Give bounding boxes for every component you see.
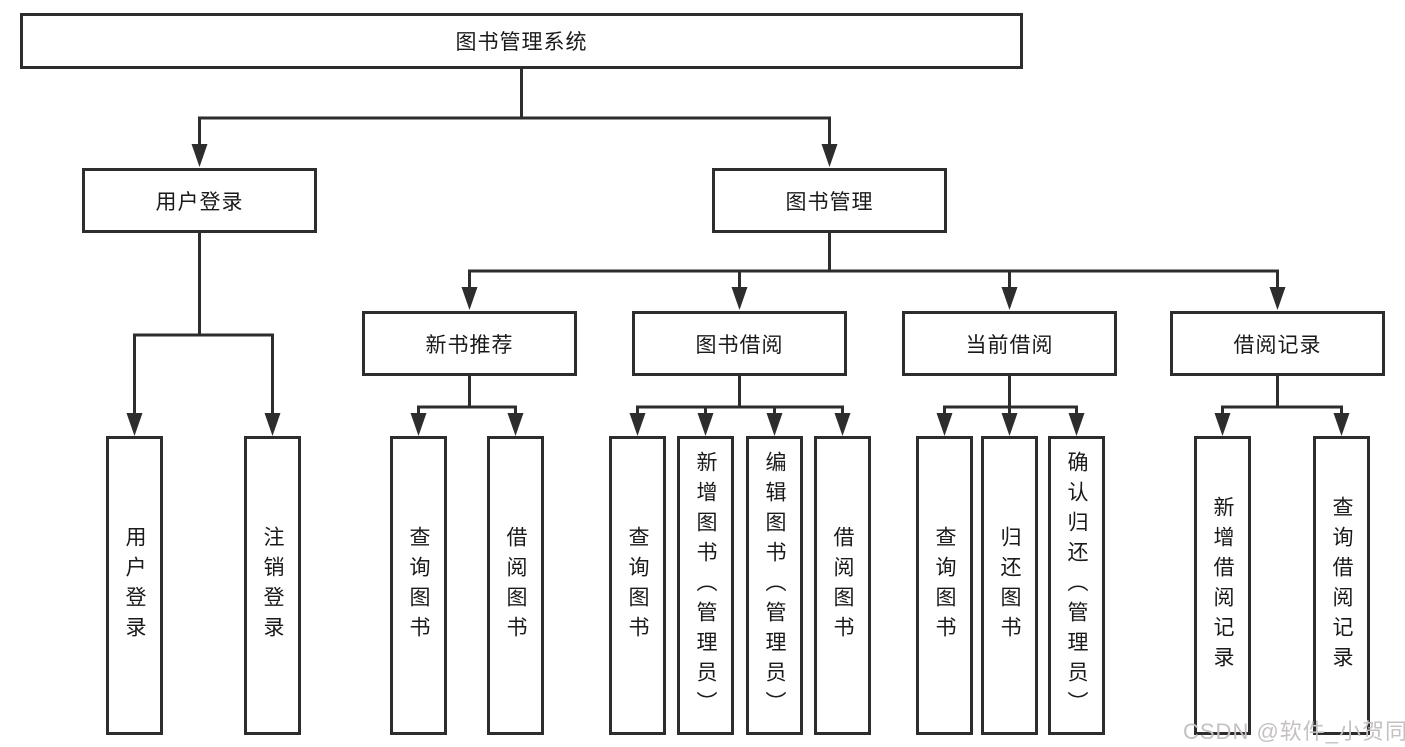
leaf-logout-login: 注销登录 [244, 436, 301, 735]
edge-current-to-leaves [936, 376, 1085, 436]
node-label: 借阅图书 [831, 525, 854, 646]
node-label: 查询图书 [933, 525, 956, 646]
node-label: 借阅图书 [504, 525, 527, 646]
node-label: 查询借阅记录 [1330, 495, 1353, 676]
leaf-current-return-book: 归还图书 [981, 436, 1038, 735]
node-library-management-system: 图书管理系统 [20, 13, 1023, 69]
node-label: 用户登录 [123, 525, 146, 646]
edge-root-to-level2 [191, 69, 838, 167]
edge-recommend-to-leaves [410, 376, 524, 436]
node-book-management: 图书管理 [712, 168, 947, 233]
node-label: 新书推荐 [425, 333, 514, 357]
node-label: 用户登录 [155, 190, 244, 214]
edge-records-to-leaves [1214, 376, 1350, 436]
leaf-user-login: 用户登录 [106, 436, 163, 735]
node-label: 确认归还（管理员） [1065, 450, 1088, 721]
node-label: 新增借阅记录 [1211, 495, 1234, 676]
leaf-borrow-borrow-book: 借阅图书 [814, 436, 871, 735]
node-current-borrow: 当前借阅 [902, 311, 1117, 376]
leaf-recommend-borrow-book: 借阅图书 [487, 436, 544, 735]
node-label: 借阅记录 [1233, 333, 1322, 357]
node-book-borrow: 图书借阅 [632, 311, 847, 376]
csdn-watermark: CSDN @软件_小贺同学 [1183, 719, 1405, 744]
node-borrow-records: 借阅记录 [1170, 311, 1385, 376]
leaf-records-add-borrow-record: 新增借阅记录 [1194, 436, 1251, 735]
leaf-borrow-edit-book-admin: 编辑图书（管理员） [746, 436, 803, 735]
leaf-records-query-borrow-record: 查询借阅记录 [1313, 436, 1370, 735]
edge-book-mgmt-to-level3 [461, 233, 1286, 310]
edge-user-login-to-leaves [126, 233, 281, 436]
node-label: 当前借阅 [965, 333, 1054, 357]
leaf-recommend-query-book: 查询图书 [390, 436, 447, 735]
node-new-book-recommend: 新书推荐 [362, 311, 577, 376]
node-label: 图书管理系统 [455, 31, 588, 54]
leaf-borrow-add-book-admin: 新增图书（管理员） [677, 436, 734, 735]
node-label: 新增图书（管理员） [694, 450, 717, 721]
leaf-current-query-book: 查询图书 [916, 436, 973, 735]
leaf-borrow-query-book: 查询图书 [609, 436, 666, 735]
leaf-current-confirm-return-admin: 确认归还（管理员） [1048, 436, 1105, 735]
node-label: 查询图书 [626, 525, 649, 646]
node-label: 编辑图书（管理员） [763, 450, 786, 721]
node-label: 图书管理 [785, 190, 874, 214]
node-label: 注销登录 [261, 525, 284, 646]
node-label: 图书借阅 [695, 333, 784, 357]
edge-borrow-to-leaves [629, 376, 851, 436]
node-label: 查询图书 [407, 525, 430, 646]
node-label: 归还图书 [998, 525, 1021, 646]
node-user-login: 用户登录 [82, 168, 317, 233]
